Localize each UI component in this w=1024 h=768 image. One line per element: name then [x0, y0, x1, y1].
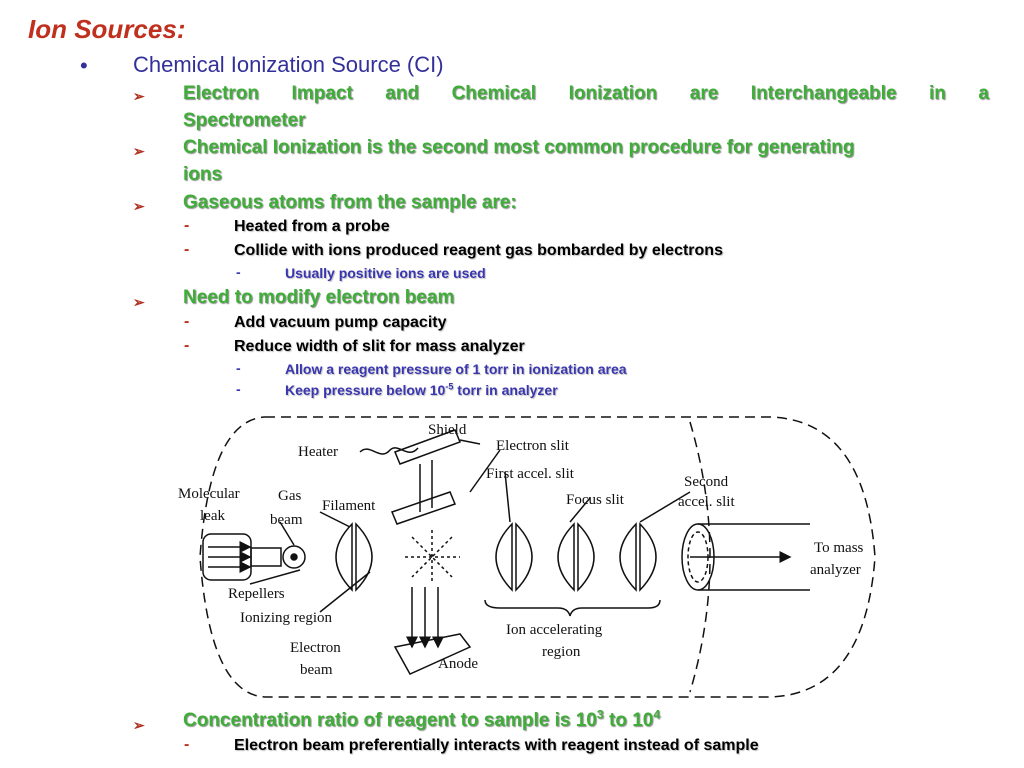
dash-bullet: -	[184, 736, 190, 753]
label-anode: Anode	[438, 656, 478, 672]
level1-heading: Chemical Ionization Source (CI)	[133, 52, 444, 77]
point-4: Need to modify electron beam	[183, 287, 455, 308]
label-to-mass-1: To mass	[814, 540, 864, 556]
label-gas-2: beam	[270, 512, 303, 528]
label-ionizing-region: Ionizing region	[240, 610, 333, 626]
ci-source-diagram: Shield Heater Electron slit First accel.…	[178, 416, 876, 698]
point-4-sub-2-sub-2: Keep pressure below 10-5 torr in analyze…	[285, 381, 558, 398]
point-3-sub-2: Collide with ions produced reagent gas b…	[234, 242, 723, 259]
arrow-bullet-icon: ➢	[133, 717, 145, 733]
point-1-line-1: Electron Impact and Chemical Ionization …	[183, 83, 989, 104]
label-to-mass-2: analyzer	[810, 562, 861, 578]
label-electron-slit: Electron slit	[496, 438, 570, 454]
point-4-sub-2-sub-1: Allow a reagent pressure of 1 torr in io…	[285, 361, 627, 377]
slide-title: Ion Sources:	[28, 14, 186, 44]
dash-bullet: -	[236, 360, 241, 376]
dash-bullet: -	[184, 241, 190, 258]
dash-bullet: -	[236, 381, 241, 397]
level1-bullet: •	[80, 53, 88, 78]
arrow-bullet-icon: ➢	[133, 88, 145, 104]
dash-bullet: -	[184, 217, 190, 234]
point-5-sub-1: Electron beam preferentially interacts w…	[234, 737, 759, 754]
label-first-accel-slit: First accel. slit	[486, 466, 575, 482]
label-shield: Shield	[428, 422, 467, 438]
point-5: Concentration ratio of reagent to sample…	[183, 707, 661, 731]
label-focus-slit: Focus slit	[566, 492, 625, 508]
dash-bullet: -	[236, 264, 241, 280]
label-gas-1: Gas	[278, 488, 301, 504]
arrow-bullet-icon: ➢	[133, 143, 145, 159]
label-ion-accel-2: region	[542, 644, 581, 660]
label-electron-beam-1: Electron	[290, 640, 341, 656]
point-1-line-2: Spectrometer	[183, 110, 306, 131]
point-3-sub-2-sub-1: Usually positive ions are used	[285, 265, 486, 281]
label-electron-beam-2: beam	[300, 662, 333, 678]
label-molecular-1: Molecular	[178, 486, 240, 502]
label-second-accel-1: Second	[684, 474, 729, 490]
point-3-sub-1: Heated from a probe	[234, 218, 390, 235]
arrow-bullet-icon: ➢	[133, 198, 145, 214]
point-3: Gaseous atoms from the sample are:	[183, 192, 517, 213]
dash-bullet: -	[184, 313, 190, 330]
arrow-bullet-icon: ➢	[133, 294, 145, 310]
point-4-sub-2: Reduce width of slit for mass analyzer	[234, 338, 525, 355]
dash-bullet: -	[184, 337, 190, 354]
label-ion-accel-1: Ion accelerating	[506, 622, 603, 638]
label-molecular-2: leak	[200, 508, 225, 524]
point-4-sub-1: Add vacuum pump capacity	[234, 314, 447, 331]
label-repellers: Repellers	[228, 586, 285, 602]
label-second-accel-2: accel. slit	[678, 494, 735, 510]
label-heater: Heater	[298, 444, 338, 460]
point-2-line-2: ions	[183, 164, 223, 185]
point-2-line-1: Chemical Ionization is the second most c…	[183, 137, 855, 158]
label-filament: Filament	[322, 498, 376, 514]
